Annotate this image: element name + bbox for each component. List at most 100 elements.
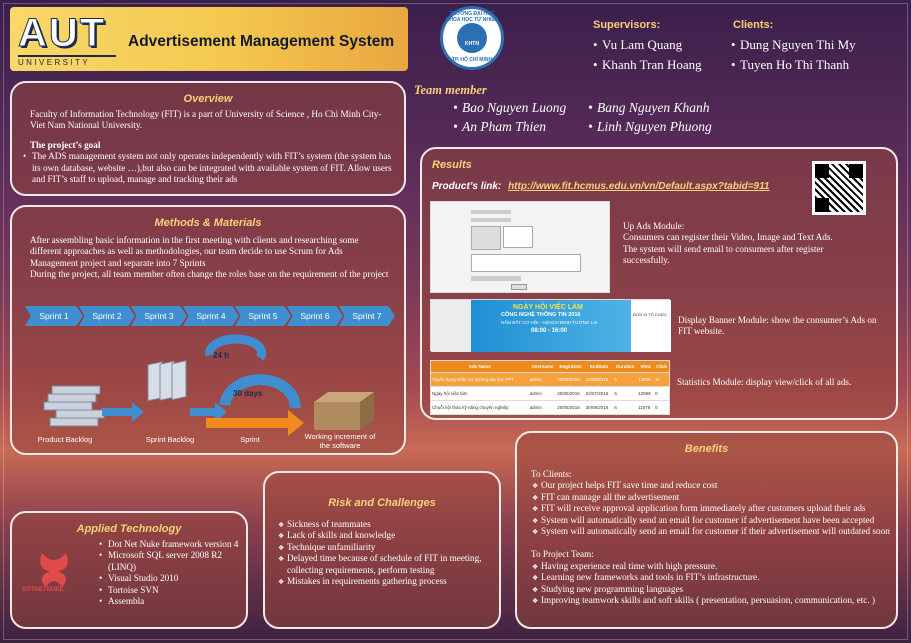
sprint-arrow: Sprint 1: [25, 306, 83, 326]
client-name: Tuyen Ho Thi Thanh: [728, 55, 856, 75]
team-member: Bao Nguyen Luong: [450, 98, 566, 117]
table-cell: 22/07/2016: [584, 386, 614, 401]
overview-intro: Faculty of Information Technology (FIT) …: [30, 109, 382, 131]
software-box-icon: [314, 392, 374, 430]
product-link-row: Product’s link: http://www.fit.hcmus.edu…: [432, 181, 770, 192]
dotnetnuke-logo-text: DOTNETNUKE: [22, 587, 64, 593]
aut-logo: AUT UNIVERSITY: [18, 13, 116, 69]
caption-product-backlog: Product Backlog: [37, 435, 93, 444]
table-cell: 6: [613, 400, 638, 415]
seal-ring-text: TRƯỜNG ĐẠI HỌC KHOA HỌC TỰ NHIÊN: [445, 11, 499, 23]
benefit-item: Studying new programming languages: [529, 584, 892, 597]
applied-tech-panel: Applied Technology Dot Net Nuke framewor…: [10, 511, 248, 629]
sprint-arrow: Sprint 7: [339, 306, 395, 326]
clients-label: Clients:: [733, 19, 774, 31]
client-name: Dung Nguyen Thi My: [728, 35, 856, 55]
methods-paragraph-1: After assembling basic information in th…: [30, 235, 359, 268]
benefits-panel: Benefits To Clients: Our project helps F…: [515, 431, 898, 629]
team-label: Team member: [414, 83, 487, 97]
banner-module-screenshot: NGÀY HỘI VIỆC LÀM CÔNG NGHỆ THÔNG TIN 20…: [430, 299, 671, 352]
scrum-diagram: [43, 334, 374, 436]
table-cell: 30/06/2016: [584, 400, 614, 415]
logo-text: AUT: [18, 11, 107, 55]
table-cell: admin: [528, 386, 557, 401]
seal-center-text: KHTN: [465, 41, 479, 47]
header-banner: AUT UNIVERSITY Advertisement Management …: [10, 7, 408, 71]
caption-sprint-backlog: Sprint Backlog: [145, 435, 195, 444]
table-header-cell: View: [640, 364, 651, 369]
caption-sprint: Sprint: [240, 435, 260, 444]
table-cell: Tuyển dụng nhân sự trường đại học FPT: [430, 372, 529, 387]
supervisors-label: Supervisors:: [593, 19, 661, 31]
benefit-item: Improving teamwork skills and soft skill…: [529, 595, 892, 608]
dotnetnuke-logo-icon: [40, 553, 68, 587]
loop-short-label: 24 h: [213, 351, 230, 360]
team-list-col2: Bang Nguyen Khanh Linh Nguyen Phuong: [585, 98, 712, 136]
risk-title: Risk and Challenges: [328, 497, 436, 509]
table-cell: admin: [528, 400, 557, 415]
team-member: An Pham Thien: [450, 117, 566, 136]
applied-tech-list: Dot Net Nuke framework version 4 Microso…: [96, 539, 246, 608]
team-member: Bang Nguyen Khanh: [585, 98, 712, 117]
risk-item: Lack of skills and knowledge: [275, 530, 491, 543]
product-link[interactable]: http://www.fit.hcmus.edu.vn/vn/Default.a…: [508, 181, 770, 192]
benefits-team-label: To Project Team:: [531, 549, 594, 560]
banner-org: ĐƠN VỊ TỔ CHỨC: [633, 312, 667, 317]
goal-item: The ADS management system not only opera…: [20, 151, 392, 185]
tech-item: Dot Net Nuke framework version 4: [96, 539, 246, 551]
tech-item: Microsoft SQL server 2008 R2 (LINQ): [96, 550, 246, 573]
risk-list: Sickness of teammates Lack of skills and…: [265, 509, 499, 589]
benefits-team-list: Having experience real time with high pr…: [517, 561, 896, 608]
tech-item: Assembla: [96, 596, 246, 608]
sprint-arrow: Sprint 5: [235, 306, 291, 326]
overview-title: Overview: [183, 93, 233, 105]
team-list-col1: Bao Nguyen Luong An Pham Thien: [450, 98, 566, 136]
table-cell: 20/05/2016: [556, 386, 585, 401]
table-cell: 12998: [637, 386, 655, 401]
sprint-backlog-cards-icon: [147, 360, 187, 402]
orange-arrow-icon: [206, 410, 304, 436]
results-title: Results: [432, 159, 472, 171]
table-header-cell: Username: [531, 364, 554, 369]
methods-paragraph-2: During the project, all team member ofte…: [30, 269, 389, 280]
supervisors-list: Vu Lam Quang Khanh Tran Hoang: [590, 35, 702, 75]
benefit-item: FIT can manage all the advertisement: [529, 492, 890, 505]
table-header-cell: Click: [656, 364, 667, 369]
benefits-clients-list: Our project helps FIT save time and redu…: [517, 480, 896, 539]
poster-frame: [3, 3, 908, 640]
banner-sub: CÔNG NGHỆ THÔNG TIN 2016: [501, 312, 581, 318]
seal-city: TP. HỒ CHÍ MINH: [451, 57, 493, 63]
banner-sub2: NẮM BẮT CƠ HỘI - HOẠCH ĐỊNH TƯƠNG LAI: [501, 320, 598, 325]
benefits-clients-label: To Clients:: [531, 469, 572, 479]
table-cell: 6: [613, 386, 638, 401]
poster-title: Advertisement Management System: [128, 33, 395, 50]
overview-panel: Overview Faculty of Information Technolo…: [10, 81, 406, 196]
benefit-item: FIT will receive approval application fo…: [529, 503, 890, 516]
clients-list: Dung Nguyen Thi My Tuyen Ho Thi Thanh: [728, 35, 856, 75]
university-seal-logo: TRƯỜNG ĐẠI HỌC KHOA HỌC TỰ NHIÊN KHTN TP…: [440, 6, 504, 70]
product-backlog-stack-icon: [43, 385, 105, 427]
sprint-arrow: Sprint 2: [79, 306, 135, 326]
table-cell: admin: [528, 372, 557, 387]
seal-center-icon: [457, 23, 487, 53]
caption-working-increment: Working increment of the software: [304, 432, 376, 450]
product-link-label: Product’s link:: [432, 181, 502, 192]
sprint-arrow: Sprint 3: [131, 306, 187, 326]
table-cell: 13906: [637, 372, 655, 387]
risk-item: Delayed time because of schedule of FIT …: [275, 553, 491, 576]
benefit-item: System will automatically send an email …: [529, 526, 890, 539]
arrow-icon: [102, 402, 144, 422]
tech-item: Tortoise SVN: [96, 585, 246, 597]
table-cell: Chuỗi hội thảo kỹ năng chuyên nghiệp: [430, 400, 529, 415]
supervisor-name: Vu Lam Quang: [590, 35, 702, 55]
team-member: Linh Nguyen Phuong: [585, 117, 712, 136]
benefit-item: Our project helps FIT save time and redu…: [529, 480, 890, 493]
qr-code-icon: [812, 161, 866, 215]
risk-item: Sickness of teammates: [275, 519, 491, 532]
logo-subtitle: UNIVERSITY: [18, 55, 116, 67]
benefit-item: System will automatically send an email …: [529, 515, 890, 528]
sprint-arrow: Sprint 6: [287, 306, 343, 326]
